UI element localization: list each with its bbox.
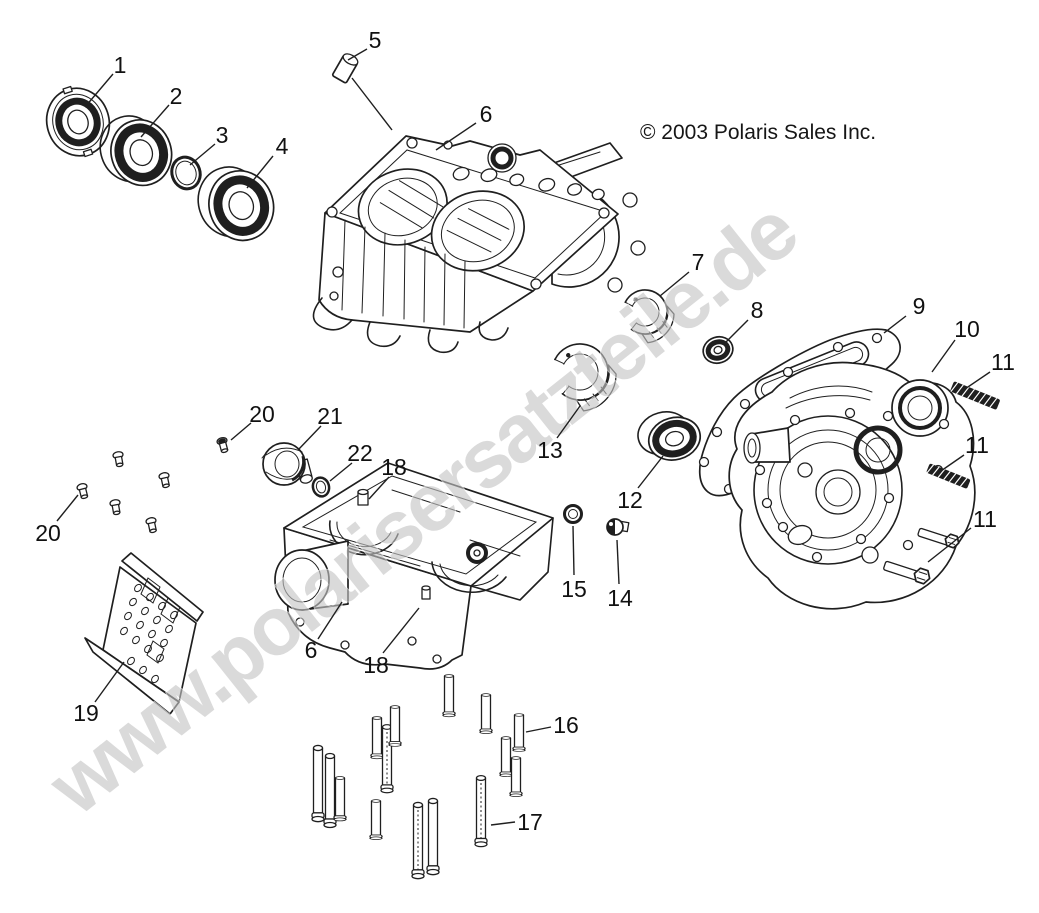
part-seal-12: [637, 411, 702, 461]
callout-leader-line: [931, 339, 956, 373]
callout-leader-line: [297, 425, 322, 451]
callout-leader-line: [246, 155, 274, 189]
callout-label-11: 11: [973, 506, 997, 532]
callout-leader-line: [140, 104, 170, 138]
part-baffle-plate-19: [84, 552, 204, 715]
callout-leader-line: [725, 319, 749, 343]
callout-label-18: 18: [363, 652, 389, 678]
callout-leader-line: [94, 661, 125, 703]
part-thread-screw-11a: [950, 381, 1000, 410]
callout-label-9: 9: [913, 293, 926, 319]
callout-label-20: 20: [249, 401, 275, 427]
callout-label-6: 6: [305, 637, 318, 663]
callout-leader-line: [556, 405, 581, 439]
callout-leader-line: [572, 525, 575, 576]
callout-label-7: 7: [692, 249, 705, 275]
callout-label-19: 19: [73, 700, 99, 726]
callout-label-8: 8: [751, 297, 764, 323]
callout-label-6: 6: [480, 101, 493, 127]
copyright-text: © 2003 Polaris Sales Inc.: [640, 121, 876, 144]
callout-leader-line: [490, 821, 516, 826]
callout-leader-line: [659, 271, 690, 297]
part-plug-14: [606, 518, 630, 536]
part-bearing-4: [197, 166, 275, 242]
callout-leader-line: [927, 527, 972, 563]
callout-leader-line: [382, 607, 420, 654]
part-oring-22: [311, 476, 331, 498]
callout-label-15: 15: [561, 576, 587, 602]
part-bearing-shell-13: [551, 343, 617, 412]
part-upper-crankcase: [312, 135, 646, 354]
callout-label-4: 4: [276, 133, 289, 159]
callout-leader-line: [435, 122, 477, 151]
part-plug-21: [261, 442, 313, 486]
part-bolts-16-17: [311, 673, 526, 880]
callout-label-5: 5: [369, 27, 382, 53]
callout-leader-line: [347, 48, 368, 61]
callout-label-17: 17: [517, 809, 543, 835]
callout-label-18: 18: [381, 454, 407, 480]
part-bolt-11c: [883, 527, 960, 585]
callout-leader-line: [351, 77, 393, 131]
callout-leader-line: [961, 371, 991, 392]
callout-label-20: 20: [35, 520, 61, 546]
part-bearing-2: [99, 115, 173, 187]
callout-leader-line: [368, 476, 390, 500]
callout-leader-line: [937, 454, 965, 474]
callout-label-14: 14: [607, 585, 633, 611]
callout-leader-line: [329, 462, 353, 482]
part-oring-3: [170, 155, 202, 191]
callout-leader-line: [616, 539, 620, 585]
callout-leader-line: [317, 601, 343, 640]
callout-leader-line: [84, 73, 114, 108]
part-seal-1: [45, 85, 111, 158]
callout-label-10: 10: [954, 316, 980, 342]
callout-label-3: 3: [216, 122, 229, 148]
callout-label-21: 21: [317, 403, 343, 429]
callout-label-1: 1: [114, 52, 127, 78]
part-lower-crankcase: [274, 462, 554, 670]
callout-label-16: 16: [553, 712, 579, 738]
part-screws-20: [75, 435, 231, 535]
callout-leader-line: [525, 726, 552, 733]
callout-label-2: 2: [170, 83, 183, 109]
part-dowel-18a: [357, 488, 369, 506]
part-dowel-18b: [421, 585, 431, 600]
part-cover-10: [728, 361, 976, 610]
callout-leader-line: [230, 422, 252, 441]
callout-label-22: 22: [347, 440, 373, 466]
part-thread-screw-11b: [926, 463, 971, 489]
callout-label-11: 11: [965, 432, 989, 458]
callout-leader-line: [189, 143, 216, 166]
callout-label-13: 13: [537, 437, 563, 463]
part-oring-15: [563, 504, 583, 524]
callout-leader-line: [883, 315, 907, 334]
callout-label-11: 11: [991, 349, 1015, 375]
callout-leader-line: [637, 455, 664, 489]
part-bearing-shell-7: [622, 289, 675, 344]
callout-label-12: 12: [617, 487, 643, 513]
callout-leader-line: [56, 494, 79, 522]
part-seal-8: [702, 335, 734, 365]
